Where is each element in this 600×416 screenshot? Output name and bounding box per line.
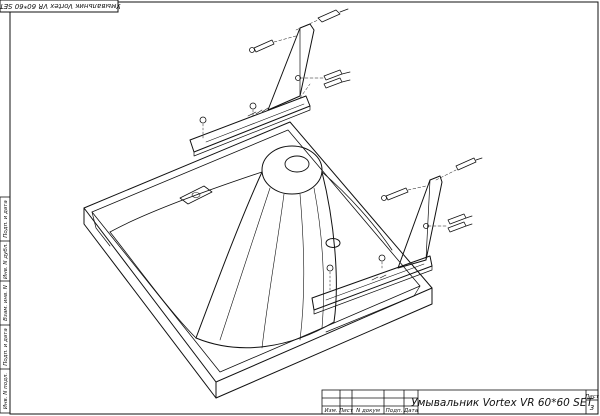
- side-label-0: Подп. и дата: [3, 200, 9, 238]
- right-screw-top: [435, 157, 483, 181]
- title-col-sign: Подп.: [386, 408, 403, 414]
- basin-rim-inner: [91, 129, 421, 373]
- side-label-3: Подп. и дата: [3, 328, 9, 366]
- basin-rim-outer: [83, 121, 433, 383]
- corner-stamp-text: Умывальник Vortex VR 60*60 SET: [0, 2, 121, 10]
- cone-right-edge: [321, 171, 337, 323]
- rear-dowels: [295, 69, 351, 89]
- right-screw-mid: [381, 185, 427, 201]
- corner-stamp: Умывальник Vortex VR 60*60 SET: [0, 0, 121, 13]
- title-col-list: Лист: [338, 408, 354, 414]
- title-col-izm: Изм.: [325, 408, 338, 414]
- title-block: [321, 389, 599, 415]
- rear-screw-mid: [249, 35, 297, 53]
- rear-screw-top: [295, 8, 349, 31]
- cone-left-edge: [195, 171, 263, 339]
- cone-top-ellipse: [261, 145, 323, 195]
- title-col-date: Дата: [403, 408, 419, 414]
- side-label-4: Инв. N подл.: [3, 373, 9, 410]
- washbasin-drawing: [83, 8, 483, 399]
- side-label-2: Взам. инв. N: [3, 285, 9, 321]
- right-dowels: [423, 213, 473, 233]
- sheet-frame: [9, 1, 599, 415]
- side-label-1: Инв. N дубл.: [3, 243, 9, 279]
- drain-hole: [284, 155, 310, 173]
- right-bracket-plate: [397, 175, 443, 269]
- cone-base: [195, 321, 335, 349]
- title-col-doc: N докум: [356, 408, 380, 414]
- sheet-number: 3: [590, 404, 594, 412]
- rear-bracket-plate: [267, 23, 315, 111]
- rim-clip-left: [179, 185, 213, 205]
- rear-small-screws: [199, 102, 257, 141]
- side-strip: [0, 196, 11, 414]
- sheet-label: Лист: [584, 394, 600, 400]
- overflow-hole: [325, 238, 341, 248]
- drawing-title: Умывальник Vortex VR 60*60 SET: [411, 397, 594, 409]
- right-small-screws: [326, 254, 386, 293]
